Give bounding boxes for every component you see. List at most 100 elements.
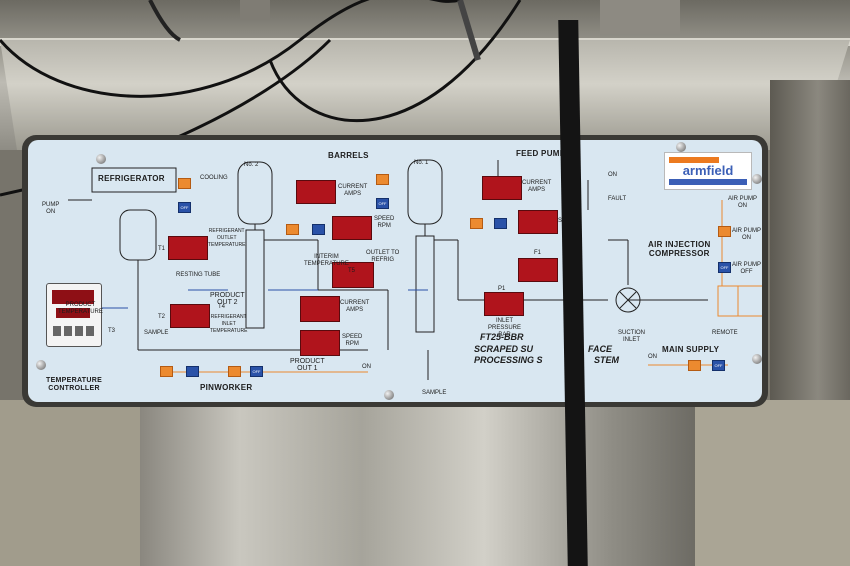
pinworker-current-display [300,296,340,322]
p1-label: P1 [498,286,506,292]
screw [36,360,46,370]
pinworker-on-button[interactable] [228,366,241,377]
refrig-off-label: OFF [180,205,189,210]
pinworker-down-button[interactable] [186,366,199,377]
pinworker-current-label: CURRENT AMPS [340,300,370,313]
feed-on-label: ON [608,172,617,178]
pinworker-off-button[interactable]: OFF [250,366,263,377]
steel-stand [140,390,695,566]
title-line2b: STEM [594,355,620,365]
inlet-pressure-label: INLET PRESSURE BAR [488,318,522,338]
control-panel: armfield BARRELS FEED PUMP REFRIGERATOR … [22,135,768,407]
barrel2-current-label: CURRENT AMPS [338,184,368,197]
sample-label-1: SAMPLE [144,330,169,336]
t5-label: T5 [348,268,356,274]
barrel2-down-button[interactable] [312,224,325,235]
air-injection-heading: AIR INJECTION COMPRESSOR [648,240,711,258]
screw [676,142,686,152]
floor-left [0,400,150,566]
barrel1-down-button[interactable] [494,218,507,229]
main-on-label: ON [648,354,657,360]
title-line1: SCRAPED SU [474,344,534,354]
barrels-on-button[interactable] [376,174,389,185]
refrigerator-heading: REFRIGERATOR [98,174,165,183]
pinworker-heading: PINWORKER [200,383,253,392]
pinworker-speed-display [300,330,340,356]
main-off-button[interactable]: OFF [712,360,725,371]
interim-temp-display [332,262,374,288]
barrel1-up-button[interactable] [470,218,483,229]
cooling-label: COOLING [200,175,228,181]
t2-label: T2 [158,314,166,320]
temperature-controller-heading: TEMPERATURE CONTROLLER [46,377,103,392]
screw [384,390,394,400]
remote-label: REMOTE [712,330,738,336]
barrel1-current-label: CURRENT AMPS [522,180,552,193]
barrel2-label: No. 2 [244,162,259,168]
refrig-outlet-label: REFRIGERANT OUTLET TEMPERATURE [208,228,246,248]
pinworker-speed-label: SPEED RPM [342,334,363,347]
product-out-1-label: PRODUCT OUT 1 [290,358,325,372]
floor-right [690,400,850,566]
title-line1b: FACE [588,344,613,354]
model-label: FT25-BBR [480,332,524,342]
air-pump-off-label: OFF [720,265,729,270]
t4-label: T4 [218,304,226,310]
resting-tube-label: RESTING TUBE [176,272,221,278]
t3-label: T3 [108,328,116,334]
pinworker-on-label: ON [362,364,371,370]
pump-on-label: PUMP ON [42,202,60,215]
refrig-inlet-label: REFRIGERANT INLET TEMPERATURE [210,314,248,334]
refrig-inlet-display [170,304,210,328]
main-off-label: OFF [714,363,723,368]
pinworker-up-button[interactable] [160,366,173,377]
temperature-controller [46,283,102,347]
product-temperature-label: PRODUCT TEMPERATURE [58,302,103,315]
refrig-on-button[interactable] [178,178,191,189]
barrel1-speed-display [518,210,558,234]
air-pump-on-label-1: AIR PUMP ON [728,196,758,209]
barrels-off-label: OFF [378,201,387,206]
barrel1-current-display [482,176,522,200]
brand-name: armfield [682,163,734,178]
main-supply-heading: MAIN SUPPLY [662,345,720,354]
air-pump-on-button[interactable] [718,226,731,237]
air-pump-off-text: AIR PUMP OFF [732,262,762,275]
barrels-heading: BARRELS [328,151,369,160]
pinworker-off-label: OFF [252,369,261,374]
refrig-off-button[interactable]: OFF [178,202,191,213]
barrel2-speed-label: SPEED RPM [374,216,395,229]
main-on-button[interactable] [688,360,701,371]
outlet-to-refrig-label: OUTLET TO REFRIG [366,250,400,263]
barrel1-label: No. 1 [414,160,429,166]
barrels-off-button[interactable]: OFF [376,198,389,209]
sample-label-2: SAMPLE [422,390,447,396]
barrel2-speed-display [332,216,372,240]
screw [752,354,762,364]
controller-keys[interactable] [53,326,95,336]
t1-label: T1 [158,246,166,252]
outlet-temp-display [518,258,558,282]
suction-inlet-label: SUCTION INLET [618,330,645,343]
armfield-logo: armfield [664,152,752,190]
interim-temp-label: INTERIM TEMPERATURE [304,254,349,267]
controller-display-set [56,308,90,318]
controller-display-main [52,290,94,304]
air-pump-on-label-2: AIR PUMP ON [732,228,762,241]
barrel2-up-button[interactable] [286,224,299,235]
product-out-2-label: PRODUCT OUT 2 [210,292,245,306]
screw [752,174,762,184]
screw [96,154,106,164]
feed-pump-heading: FEED PUMP [516,149,566,158]
panel-face: armfield BARRELS FEED PUMP REFRIGERATOR … [28,140,762,402]
refrig-outlet-display [168,236,208,260]
inlet-pressure-display [484,292,524,316]
barrel2-current-display [296,180,336,204]
f1-label: F1 [534,250,542,256]
title-line2: PROCESSING S [474,355,543,365]
fault-label: FAULT [608,196,627,202]
right-cabinet [770,80,850,410]
air-pump-off-button[interactable]: OFF [718,262,731,273]
